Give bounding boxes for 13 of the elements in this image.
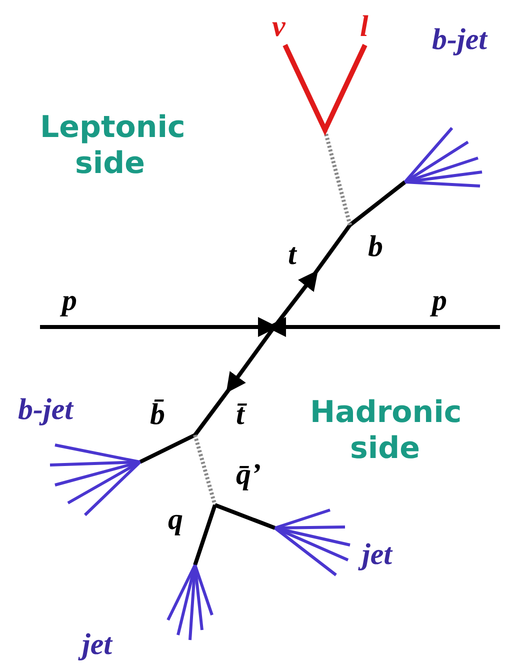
- particle-label: l: [360, 12, 368, 42]
- particle-label: q̄’: [236, 460, 261, 490]
- particle-label: ν: [272, 12, 286, 42]
- jet-label: b-jet: [18, 395, 73, 425]
- side-label: Hadronic side: [310, 395, 460, 467]
- particle-label: b̄: [150, 400, 165, 430]
- particle-label: p: [62, 286, 77, 316]
- particle-label: t: [288, 240, 296, 270]
- particle-label: p: [432, 286, 447, 316]
- particle-label: t̄: [236, 400, 244, 430]
- jet-label: b-jet: [432, 25, 487, 55]
- particle-label: b: [368, 232, 383, 262]
- particle-label: q: [168, 505, 183, 535]
